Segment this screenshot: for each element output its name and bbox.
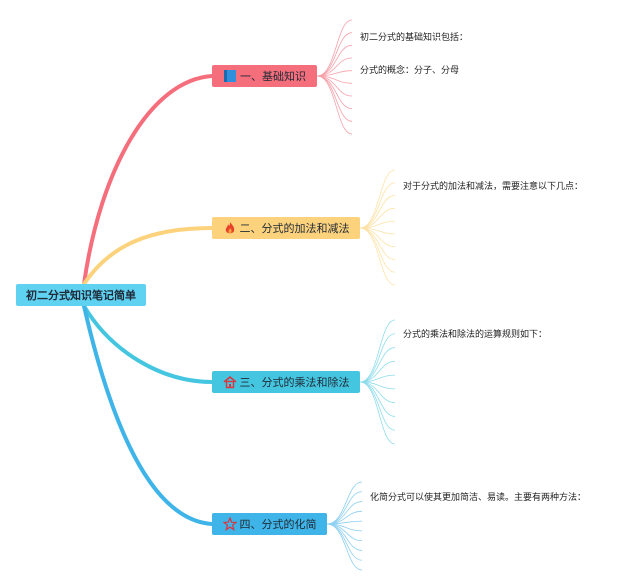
branch-topic-3[interactable]: 三、分式的乘法和除法 — [212, 371, 360, 393]
note-4-1: 化简分式可以使其更加简洁、易读。主要有两种方法： — [370, 493, 587, 503]
note-1-1: 初二分式的基础知识包括： — [360, 33, 469, 43]
fan-line — [359, 381, 396, 417]
branch-topic-4[interactable]: 四、分式的化简 — [212, 513, 327, 535]
fire-icon — [223, 221, 237, 235]
house-icon — [222, 375, 237, 389]
branch-topic-2-label: 二、分式的加法和减法 — [239, 222, 350, 235]
note-3-1: 分式的乘法和除法的运算规则如下： — [403, 330, 548, 340]
blue-flag-icon — [223, 69, 237, 83]
branch-topic-4-label: 四、分式的化简 — [239, 518, 317, 531]
fan-line — [359, 360, 396, 383]
fan-lines-branch-1 — [316, 19, 353, 135]
fan-line — [326, 523, 363, 561]
fan-line — [316, 75, 353, 110]
note-1-2: 分式的概念：分子、分母 — [360, 66, 460, 76]
connector-root-branch-2 — [82, 226, 214, 286]
connector-root-branch-1 — [82, 74, 214, 286]
fan-line — [326, 501, 363, 525]
fan-line — [359, 347, 396, 383]
fan-line — [359, 227, 396, 286]
fan-line — [359, 333, 396, 383]
fan-line — [326, 491, 363, 525]
fan-line — [326, 523, 363, 571]
fan-line — [316, 44, 353, 77]
fan-lines-branch-2 — [359, 169, 396, 286]
fan-line — [326, 523, 363, 551]
fan-line — [316, 19, 353, 77]
root-topic[interactable]: 初二分式知识笔记简单 — [16, 284, 146, 306]
fan-line — [316, 75, 353, 135]
connector-root-branch-3 — [82, 304, 214, 384]
branch-topic-2[interactable]: 二、分式的加法和减法 — [212, 217, 360, 239]
branch-topic-1-label: 一、基础知识 — [240, 70, 306, 83]
fan-line — [326, 523, 363, 542]
fan-lines-branch-3 — [359, 319, 396, 445]
fan-line — [316, 32, 353, 77]
note-2-1: 对于分式的加法和减法，需要注意以下几点： — [403, 182, 584, 192]
fan-line — [326, 481, 363, 525]
root-topic-label: 初二分式知识笔记简单 — [26, 289, 136, 302]
fan-line — [359, 182, 396, 229]
fan-line — [359, 227, 396, 260]
branch-topic-3-label: 三、分式的乘法和除法 — [239, 376, 350, 389]
branch-topic-1[interactable]: 一、基础知识 — [212, 65, 317, 87]
fan-line — [359, 381, 396, 431]
fan-line — [359, 381, 396, 445]
fan-lines-branch-4 — [326, 481, 363, 571]
star-icon — [222, 517, 237, 531]
fan-line — [359, 227, 396, 273]
connector-root-branch-4 — [82, 304, 214, 526]
fan-line — [359, 195, 396, 229]
fan-line — [326, 510, 363, 525]
